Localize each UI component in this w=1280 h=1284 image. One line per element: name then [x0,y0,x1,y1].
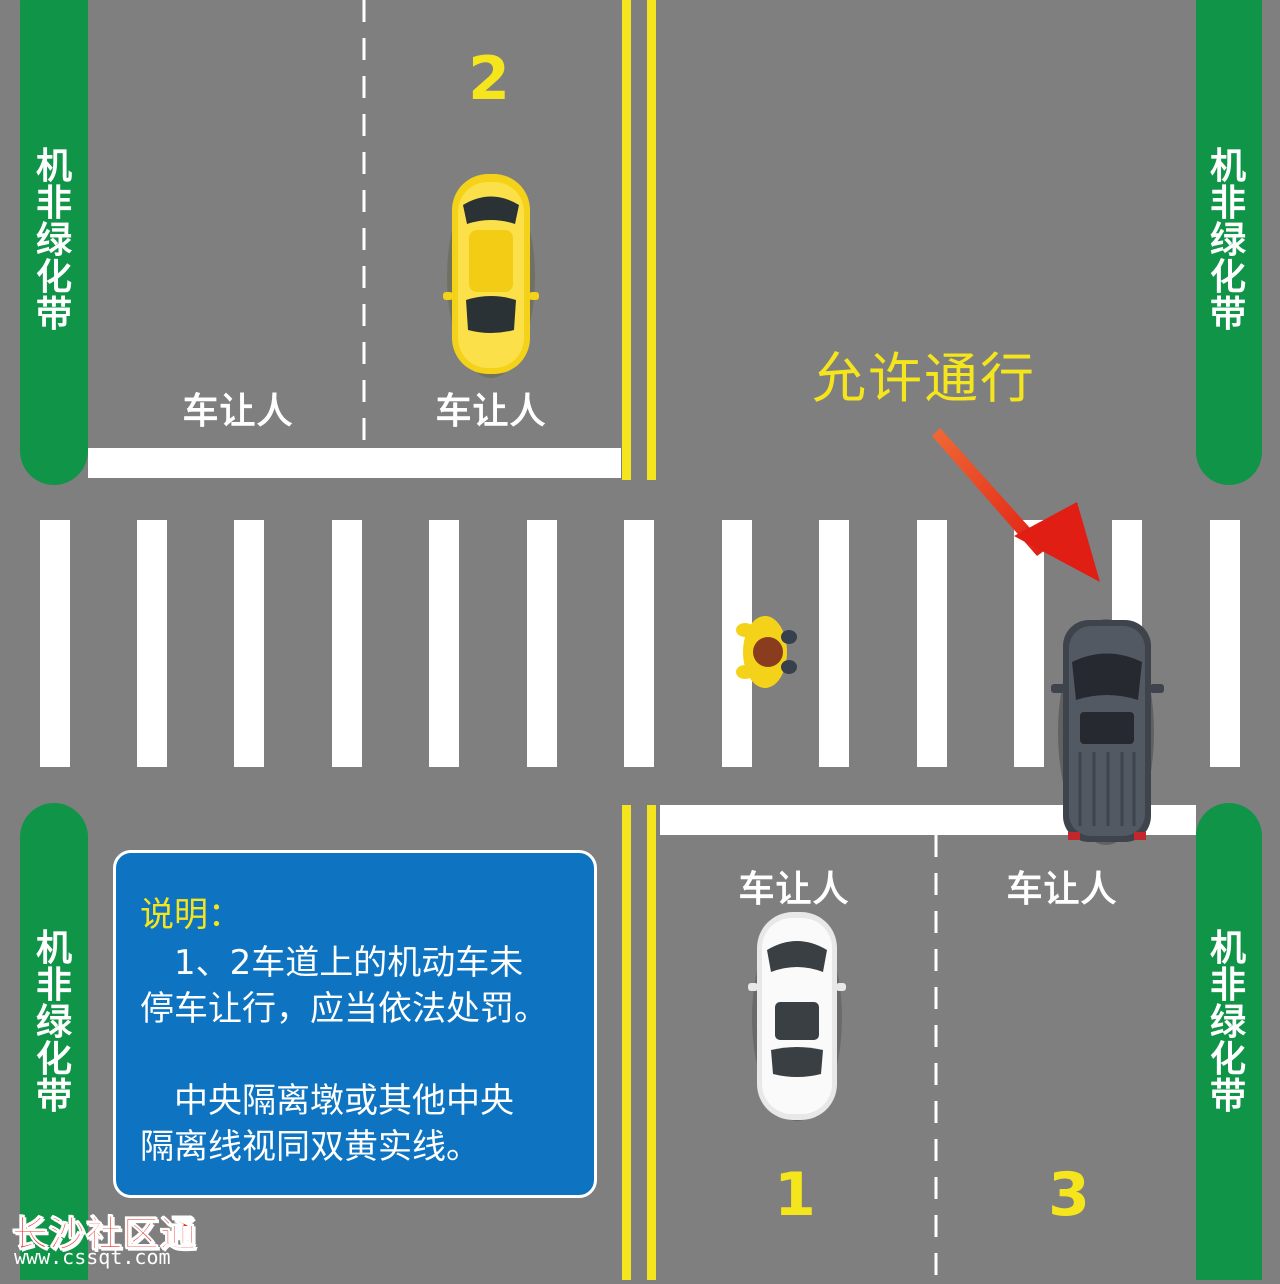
red-arrow-icon [932,428,1100,582]
yield-label-top-left: 车让人 [182,391,294,432]
green-belt-bottom-left [20,803,88,1284]
dark-suv [1051,619,1164,845]
green-belt-label-bottom-right: 机非绿化带 [1209,928,1246,1117]
explanation-line: 中央隔离墩或其他中央 [140,1081,514,1121]
yield-label-bottom-right: 车让人 [1006,869,1118,910]
yellow-car [443,174,539,378]
explanation-line: 停车让行，应当依法处罚。 [140,989,548,1029]
green-belt-top-right [1196,0,1262,485]
explanation-box: 说明： 1、2车道上的机动车未 停车让行，应当依法处罚。 中央隔离墩或其他中央 … [113,850,597,1198]
green-belt-bottom-right [1196,803,1262,1284]
double-yellow-line-top [622,0,656,480]
lane-number-1: 1 [774,1160,816,1230]
watermark-url: www.cssqt.com [14,1245,171,1269]
explanation-line: 1、2车道上的机动车未 [140,943,524,983]
explanation-title: 说明： [140,895,242,935]
green-belt-label-top-right: 机非绿化带 [1209,146,1246,335]
lane-number-3: 3 [1048,1160,1090,1230]
lane-number-2: 2 [468,44,510,114]
yield-label-bottom-left: 车让人 [738,869,850,910]
green-belt-label-bottom-left: 机非绿化带 [35,928,72,1117]
green-belt-top-left [20,0,88,485]
explanation-line: 隔离线视同双黄实线。 [140,1127,480,1167]
pedestrian [736,616,797,688]
watermark-logo: 长沙社区通 [11,1214,198,1256]
double-yellow-line-bottom [622,805,656,1280]
white-car [748,912,846,1121]
allow-pass-label: 允许通行 [812,347,1036,410]
stop-line-top [88,448,621,478]
green-belt-label-top-left: 机非绿化带 [35,146,72,335]
yield-label-top-right: 车让人 [435,391,547,432]
